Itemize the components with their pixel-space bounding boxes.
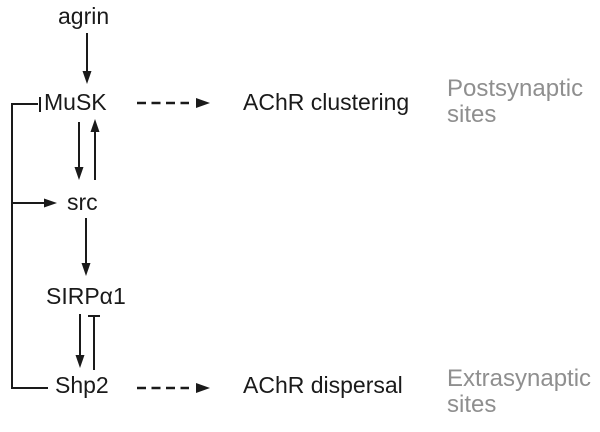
edge-shp2-to-dispersal-dashed-arrow [137, 383, 210, 393]
node-musk: MuSK [44, 89, 107, 115]
edge-src-to-sirpa1-arrow [81, 218, 91, 276]
node-shp2: Shp2 [55, 372, 109, 398]
edge-shp2-inhibits-sirpa1-tbar [88, 315, 100, 370]
edge-musk-to-src-arrow [74, 122, 84, 180]
node-src: src [67, 189, 98, 215]
edge-agrin-to-musk-arrow [82, 33, 92, 84]
edge-src-to-musk-arrow [90, 119, 100, 180]
edge-shp2-feedback-rail [11, 97, 48, 389]
edge-sirpa1-to-shp2-arrow [75, 314, 85, 368]
node-achr-dispersal: AChR dispersal [243, 372, 403, 398]
node-agrin: agrin [58, 3, 110, 29]
region-label-extrasynaptic: Extrasynaptic sites [447, 365, 592, 418]
region-label-postsynaptic: Postsynaptic sites [447, 75, 584, 128]
edge-musk-to-clustering-dashed-arrow [137, 98, 210, 108]
edge-feedback-to-src-arrow [12, 198, 57, 208]
node-achr-clustering: AChR clustering [243, 89, 410, 115]
node-sirpa1: SIRPα1 [46, 283, 126, 309]
